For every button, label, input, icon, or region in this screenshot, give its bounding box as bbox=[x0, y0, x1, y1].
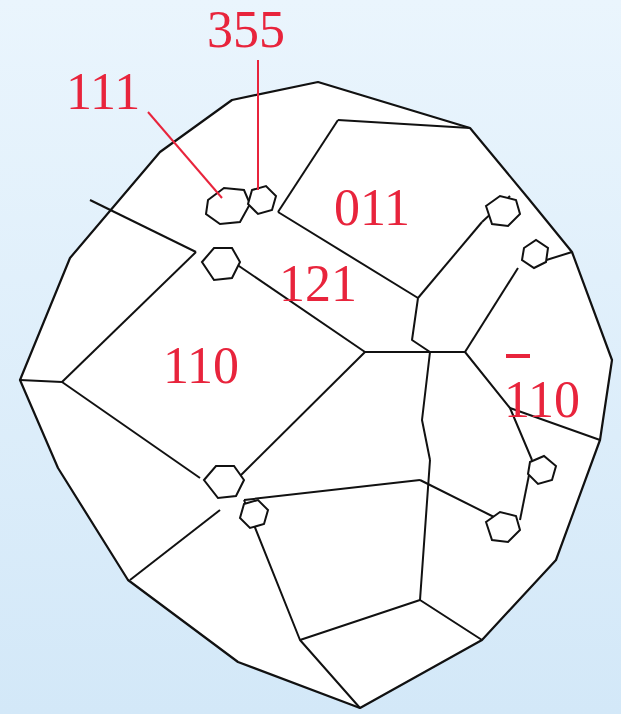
miller-index: 121 bbox=[279, 258, 357, 310]
miller-index: 111 bbox=[66, 66, 140, 118]
small-faces bbox=[202, 186, 556, 542]
crystal-outline bbox=[20, 82, 612, 708]
miller-index: 355 bbox=[207, 4, 285, 56]
crystal-edges bbox=[20, 120, 600, 708]
miller-index: 110 bbox=[504, 374, 580, 426]
leader-lines bbox=[148, 60, 258, 198]
miller-index: 011 bbox=[334, 182, 410, 234]
overbar bbox=[506, 354, 530, 358]
miller-index: 110 bbox=[163, 340, 239, 392]
